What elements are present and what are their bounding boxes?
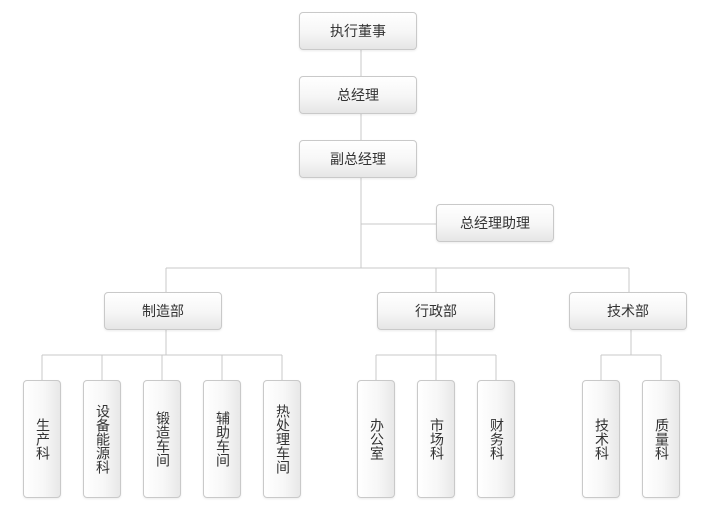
node-dept-admin: 行政部	[377, 292, 495, 330]
section-label: 辅助车间	[214, 411, 230, 467]
dept-tech-label: 技术部	[607, 304, 649, 320]
node-section-market: 市场科	[417, 380, 455, 498]
node-section-equipment-energy: 设备能源科	[83, 380, 121, 498]
section-label: 办公室	[368, 418, 384, 460]
section-label: 锻造车间	[154, 411, 170, 467]
node-section-technology: 技术科	[582, 380, 620, 498]
node-general-manager-label: 总经理	[337, 88, 379, 104]
section-label: 质量科	[653, 418, 669, 460]
node-section-production: 生产科	[23, 380, 61, 498]
node-gm-assistant: 总经理助理	[436, 204, 554, 242]
node-deputy-general-manager: 副总经理	[299, 140, 417, 178]
section-label: 设备能源科	[94, 404, 110, 474]
node-section-auxiliary-workshop: 辅助车间	[203, 380, 241, 498]
section-label: 财务科	[488, 418, 504, 460]
section-label: 热处理车间	[274, 404, 290, 474]
node-section-forging-workshop: 锻造车间	[143, 380, 181, 498]
node-chairman: 执行董事	[299, 12, 417, 50]
section-label: 市场科	[428, 418, 444, 460]
node-section-heat-treatment-workshop: 热处理车间	[263, 380, 301, 498]
node-section-finance: 财务科	[477, 380, 515, 498]
section-label: 生产科	[34, 418, 50, 460]
dept-manufacturing-label: 制造部	[142, 304, 184, 320]
node-dept-tech: 技术部	[569, 292, 687, 330]
node-deputy-general-manager-label: 副总经理	[330, 152, 386, 168]
node-chairman-label: 执行董事	[330, 24, 386, 40]
node-dept-manufacturing: 制造部	[104, 292, 222, 330]
section-label: 技术科	[593, 418, 609, 460]
node-section-quality: 质量科	[642, 380, 680, 498]
dept-admin-label: 行政部	[415, 304, 457, 320]
node-gm-assistant-label: 总经理助理	[460, 216, 530, 232]
node-general-manager: 总经理	[299, 76, 417, 114]
node-section-office: 办公室	[357, 380, 395, 498]
